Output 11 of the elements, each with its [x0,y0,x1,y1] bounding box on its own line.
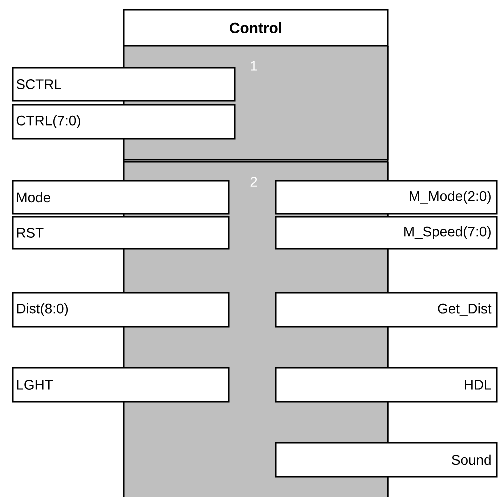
port-box: LGHT [12,367,230,403]
port-box: CTRL(7:0) [12,104,236,140]
port-box: M_Speed(7:0) [275,216,498,250]
port-box: RST [12,216,230,250]
port-box: Mode [12,180,230,215]
port-box: HDL [275,367,498,403]
port-box: SCTRL [12,67,236,102]
port-box: M_Mode(2:0) [275,180,498,215]
port-box: Sound [275,442,498,478]
port-box: Get_Dist [275,292,498,328]
port-box: Dist(8:0) [12,292,230,328]
